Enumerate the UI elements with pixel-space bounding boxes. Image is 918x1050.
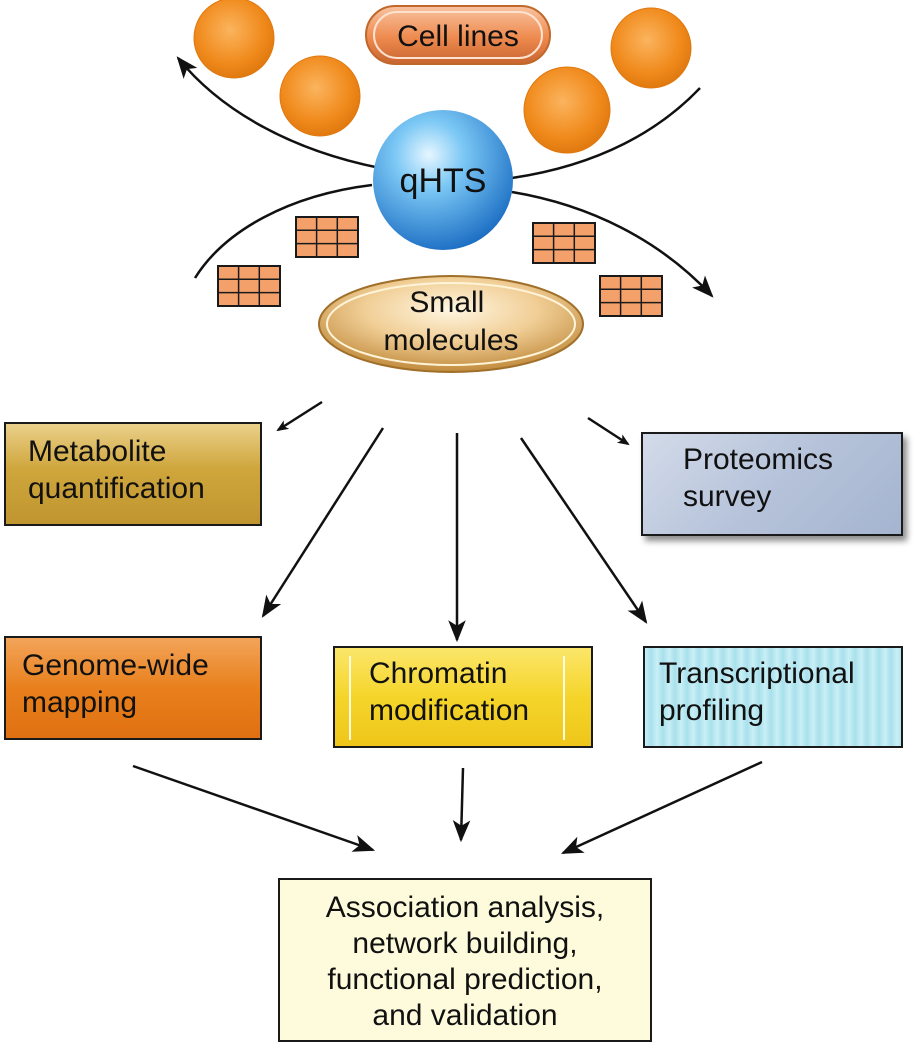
- curve-lower-left: [193, 183, 373, 279]
- arrow-chromatin-to-output: [452, 767, 471, 843]
- plate-icon: [532, 222, 596, 264]
- curve-lower-right-arrow: [511, 190, 714, 298]
- curve-upper-left-arrow: [176, 56, 381, 170]
- arrow-to-metabolite: [276, 400, 323, 432]
- transcriptional-line: Transcriptional: [659, 657, 855, 690]
- plate-icon: [217, 265, 281, 307]
- proteomics-line: Proteomics: [683, 443, 834, 476]
- transcriptional-line: profiling: [659, 693, 765, 727]
- genome-line: mapping: [22, 685, 138, 719]
- chromatin-line: Chromatin: [369, 657, 508, 690]
- cell-icon: [523, 66, 611, 154]
- association-analysis-box: Association analysis, network building, …: [278, 878, 652, 1042]
- arrow-transcriptional-to-output: [560, 760, 763, 855]
- cell-lines-pill: [365, 5, 551, 65]
- cell-icon: [193, 0, 275, 79]
- arrow-to-transcriptional: [519, 437, 648, 624]
- proteomics-line: survey: [683, 479, 772, 513]
- output-line: functional prediction,: [327, 963, 603, 996]
- chromatin-modification-box: Chromatin modification: [333, 646, 593, 748]
- arrow-to-proteomics: [587, 416, 630, 446]
- arrow-genome-to-output: [132, 764, 376, 852]
- qhts-label: qHTS: [400, 162, 487, 200]
- arrow-to-genome: [261, 427, 385, 618]
- small-molecules-line: molecules: [383, 324, 518, 357]
- small-molecules-ellipse-rim: [326, 282, 576, 366]
- transcriptional-profiling-box: Transcriptional profiling: [643, 646, 903, 748]
- cell-icon: [610, 7, 692, 89]
- proteomics-survey-box: Proteomics survey: [641, 432, 903, 536]
- qhts-sphere: [373, 110, 513, 250]
- small-molecules-ellipse: [318, 275, 584, 373]
- small-molecules-label: Small molecules: [383, 286, 518, 357]
- metabolite-line: Metabolite: [28, 435, 167, 468]
- metabolite-line: quantification: [28, 471, 205, 505]
- small-molecules-line: Small: [409, 286, 484, 319]
- genome-wide-mapping-box: Genome-wide mapping: [4, 636, 262, 740]
- chromatin-edge-highlight: [563, 656, 565, 740]
- chromatin-edge-highlight: [349, 656, 351, 740]
- cell-lines-label: Cell lines: [397, 20, 519, 53]
- output-line: and validation: [372, 999, 558, 1032]
- cell-lines-pill-inner: [373, 11, 543, 59]
- chromatin-line: modification: [369, 693, 530, 727]
- cell-icon: [279, 55, 361, 137]
- genome-line: Genome-wide: [22, 649, 209, 682]
- metabolite-quantification-box: Metabolite quantification: [4, 422, 262, 526]
- output-line: network building,: [352, 927, 578, 960]
- plate-icon: [599, 275, 663, 317]
- output-line: Association analysis,: [325, 891, 605, 924]
- curve-upper-right: [511, 87, 701, 180]
- plate-icon: [295, 216, 359, 258]
